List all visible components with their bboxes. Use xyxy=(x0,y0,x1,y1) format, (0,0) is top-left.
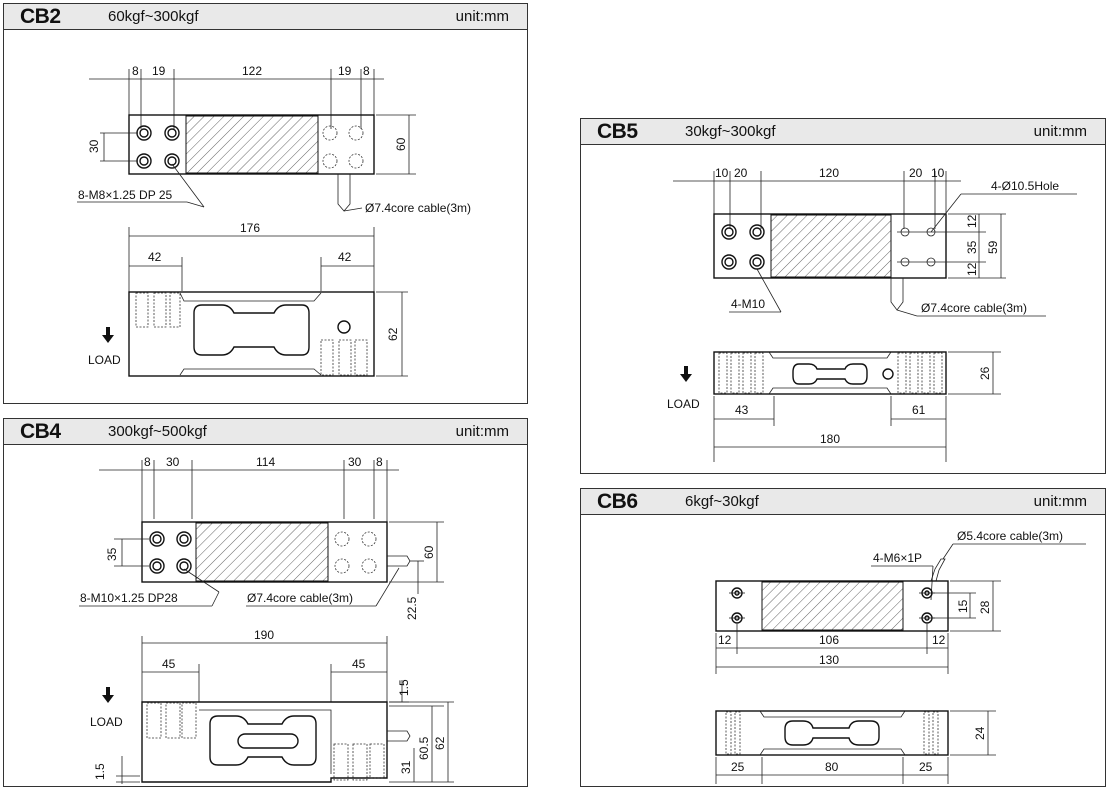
dim-label: 114 xyxy=(256,455,275,469)
cb4-side-view: 190 45 45 1.5 31 xyxy=(90,628,454,784)
dim-label: 25 xyxy=(731,760,745,774)
dim-label: 8 xyxy=(144,455,151,469)
model-name: CB2 xyxy=(20,5,61,28)
dim-label: 35 xyxy=(105,547,119,561)
dim-label: 45 xyxy=(352,657,366,671)
dim-label: 30 xyxy=(348,455,362,469)
dim-label: 12 xyxy=(965,262,979,276)
model-name: CB6 xyxy=(597,490,638,513)
dim-label: 24 xyxy=(973,726,987,740)
dim-label: 30 xyxy=(87,139,101,153)
cb6-drawing: Ø5.4core cable(3m) 4-M6×1P 15 28 xyxy=(715,529,1086,784)
panel-cb2: CB2 60kgf~300kgf unit:mm 8 19 122 19 8 xyxy=(3,3,528,404)
dim-label: 26 xyxy=(978,366,992,380)
dim-label: 62 xyxy=(386,327,400,341)
dim-label: 1.5 xyxy=(93,763,107,780)
load-arrow-icon xyxy=(102,687,114,703)
unit-label: unit:mm xyxy=(455,8,509,25)
cb2-side-view: 176 42 42 62 LOAD xyxy=(88,221,408,377)
dim-label: 15 xyxy=(956,599,970,613)
hole-note: 4-Ø10.5Hole xyxy=(991,179,1059,193)
dim-label: 22.5 xyxy=(405,596,419,620)
dim-label: 130 xyxy=(819,653,839,667)
panel-header: CB4 300kgf~500kgf unit:mm xyxy=(4,419,527,445)
dim-label: 43 xyxy=(735,403,749,417)
cb4-drawing: 8 30 114 30 8 35 xyxy=(79,455,454,784)
cable-note: Ø7.4core cable(3m) xyxy=(247,591,353,605)
dim-label: 8 xyxy=(132,64,139,78)
dim-label: 62 xyxy=(433,736,447,750)
load-label: LOAD xyxy=(90,715,123,729)
unit-label: unit:mm xyxy=(1033,493,1087,510)
dim-label: 25 xyxy=(919,760,933,774)
dim-label: 176 xyxy=(240,221,260,235)
cb5-drawing: 10 20 120 20 10 4-Ø10.5Hole xyxy=(667,166,1077,462)
model-name: CB4 xyxy=(20,420,61,443)
dim-label: 80 xyxy=(825,760,839,774)
capacity-range: 30kgf~300kgf xyxy=(685,123,776,140)
load-arrow-icon xyxy=(680,366,692,382)
dim-label: 106 xyxy=(819,633,839,647)
thread-note: 4-M6×1P xyxy=(873,551,922,565)
dim-label: 12 xyxy=(932,633,946,647)
dim-label: 1.5 xyxy=(397,679,411,696)
panel-cb6: CB6 6kgf~30kgf unit:mm Ø5.4core cable(3m… xyxy=(580,488,1106,787)
dim-label: 28 xyxy=(978,600,992,614)
unit-label: unit:mm xyxy=(1033,123,1087,140)
panel-header: CB5 30kgf~300kgf unit:mm xyxy=(581,119,1105,145)
unit-label: unit:mm xyxy=(455,423,509,440)
dim-label: 12 xyxy=(718,633,732,647)
dim-label: 12 xyxy=(965,214,979,228)
panel-header: CB2 60kgf~300kgf unit:mm xyxy=(4,4,527,30)
load-label: LOAD xyxy=(667,397,700,411)
dim-label: 122 xyxy=(242,64,262,78)
dim-label: 120 xyxy=(819,166,839,180)
cb5-top-view: 10 20 120 20 10 4-Ø10.5Hole xyxy=(673,166,1077,317)
dim-label: 60 xyxy=(422,545,436,559)
dim-label: 19 xyxy=(152,64,166,78)
panel-cb5: CB5 30kgf~300kgf unit:mm 10 20 120 20 10 xyxy=(580,118,1106,474)
dim-label: 42 xyxy=(338,250,352,264)
dim-label: 180 xyxy=(820,432,840,446)
dim-label: 19 xyxy=(338,64,352,78)
load-arrow-icon xyxy=(102,327,114,343)
dim-label: 35 xyxy=(965,240,979,254)
cb2-top-view: 8 19 122 19 8 Ø7.4core cable(3m) xyxy=(77,64,471,215)
thread-note: 8-M8×1.25 DP 25 xyxy=(78,188,172,202)
dim-label: 8 xyxy=(376,455,383,469)
cb6-top-view: Ø5.4core cable(3m) 4-M6×1P 15 28 xyxy=(715,529,1086,674)
cb6-side-view: 24 25 80 25 xyxy=(715,710,996,784)
cable-note: Ø7.4core cable(3m) xyxy=(921,301,1027,315)
thread-note: 8-M10×1.25 DP28 xyxy=(80,591,178,605)
dim-label: 10 xyxy=(715,166,729,180)
cb5-side-view: 26 43 61 180 LOAD xyxy=(667,351,1001,462)
dim-label: 30 xyxy=(166,455,180,469)
load-label: LOAD xyxy=(88,353,121,367)
dim-label: 31 xyxy=(399,760,413,774)
cb2-drawing: 8 19 122 19 8 Ø7.4core cable(3m) xyxy=(77,64,471,377)
model-name: CB5 xyxy=(597,120,638,143)
cb4-top-view: 8 30 114 30 8 35 xyxy=(79,455,444,620)
dim-label: 61 xyxy=(912,403,926,417)
dim-label: 10 xyxy=(931,166,945,180)
cable-note: Ø5.4core cable(3m) xyxy=(957,529,1063,543)
dim-label: 190 xyxy=(254,628,274,642)
panel-cb4: CB4 300kgf~500kgf unit:mm 8 30 114 30 8 xyxy=(3,418,528,787)
dim-label: 20 xyxy=(734,166,748,180)
dim-label: 60.5 xyxy=(417,736,431,760)
panel-header: CB6 6kgf~30kgf unit:mm xyxy=(581,489,1105,515)
dim-label: 20 xyxy=(909,166,923,180)
thread-note: 4-M10 xyxy=(731,297,765,311)
capacity-range: 60kgf~300kgf xyxy=(108,8,199,25)
cable-note: Ø7.4core cable(3m) xyxy=(365,201,471,215)
capacity-range: 300kgf~500kgf xyxy=(108,423,207,440)
dim-label: 45 xyxy=(162,657,176,671)
dim-label: 42 xyxy=(148,250,162,264)
dim-label: 60 xyxy=(394,137,408,151)
dim-label: 59 xyxy=(986,240,1000,254)
capacity-range: 6kgf~30kgf xyxy=(685,493,759,510)
dim-label: 8 xyxy=(363,64,370,78)
